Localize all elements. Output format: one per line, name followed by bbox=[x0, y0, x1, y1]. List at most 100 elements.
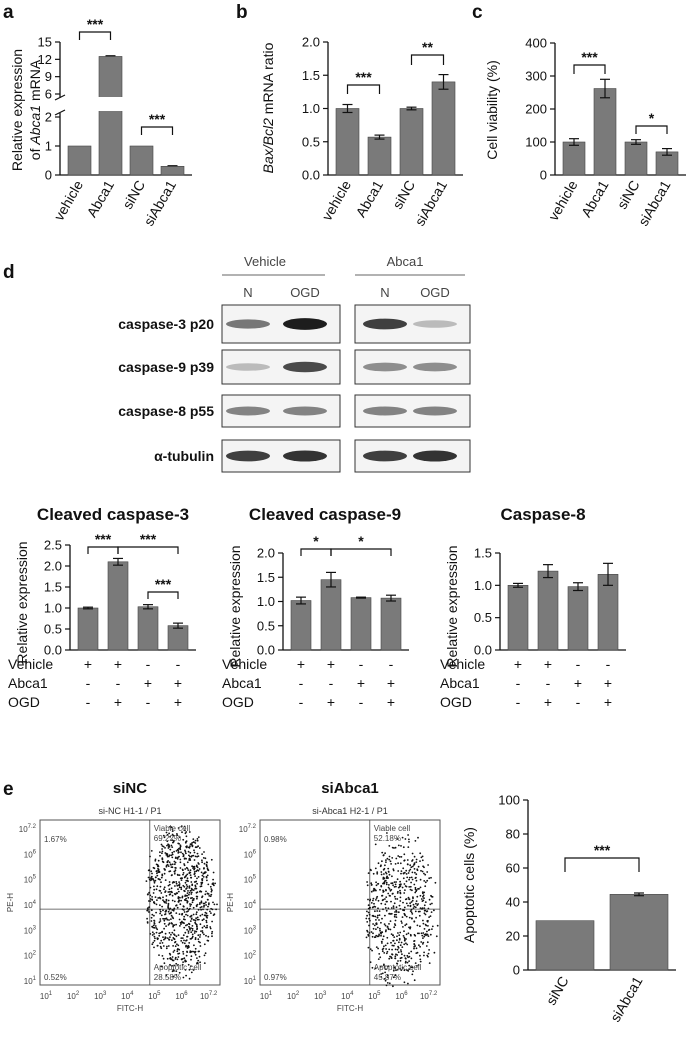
flow-event bbox=[159, 920, 162, 922]
lane-label: N bbox=[243, 285, 252, 300]
flow-event bbox=[189, 905, 192, 907]
condition-sign: + bbox=[604, 694, 612, 710]
flow-event bbox=[187, 930, 190, 933]
flow-event bbox=[163, 927, 166, 930]
flow-event bbox=[168, 844, 171, 847]
flow-event bbox=[166, 833, 169, 836]
flow-event bbox=[413, 940, 416, 942]
flow-event bbox=[411, 852, 414, 855]
flow-x-tick: 107.2 bbox=[420, 991, 438, 1001]
flow-event bbox=[397, 951, 400, 954]
flow-event bbox=[178, 842, 181, 845]
flow-event bbox=[170, 854, 173, 857]
flow-event bbox=[203, 862, 206, 865]
flow-event bbox=[183, 864, 186, 867]
flow-event bbox=[410, 876, 413, 879]
flow-event bbox=[381, 860, 383, 863]
flow-event bbox=[206, 939, 209, 942]
flow-event bbox=[159, 854, 161, 857]
flow-event bbox=[366, 910, 368, 913]
flow-event bbox=[148, 878, 151, 881]
flow-event bbox=[212, 901, 214, 904]
flow-event bbox=[379, 931, 382, 934]
flow-event bbox=[392, 868, 395, 870]
flow-event bbox=[399, 908, 402, 910]
flow-event bbox=[394, 924, 397, 927]
flow-event bbox=[202, 872, 205, 875]
flow-event bbox=[409, 927, 411, 930]
flow-event bbox=[384, 898, 386, 900]
flow-event bbox=[193, 849, 195, 852]
flow-event bbox=[419, 954, 421, 957]
flow-event bbox=[160, 892, 163, 894]
flow-title: siNC bbox=[113, 780, 147, 797]
flow-event bbox=[415, 902, 417, 905]
y-tick-label: 0.5 bbox=[257, 618, 275, 633]
flow-event bbox=[189, 951, 192, 954]
flow-event bbox=[406, 954, 409, 957]
flow-event bbox=[385, 948, 387, 950]
flow-event bbox=[171, 846, 174, 848]
flow-event bbox=[393, 902, 396, 905]
flow-event bbox=[378, 953, 381, 955]
flow-event bbox=[376, 926, 379, 929]
flow-event bbox=[168, 861, 171, 864]
flow-event bbox=[428, 949, 430, 951]
flow-event bbox=[200, 930, 202, 932]
category-label: vehicle bbox=[545, 177, 581, 223]
bar bbox=[609, 894, 669, 971]
flow-event bbox=[175, 970, 178, 972]
condition-label: OGD bbox=[440, 694, 472, 710]
flow-event bbox=[414, 840, 417, 842]
flow-event bbox=[173, 870, 176, 873]
flow-event bbox=[193, 841, 195, 843]
flow-event bbox=[191, 897, 194, 899]
blot-band bbox=[363, 406, 407, 416]
flow-event bbox=[173, 839, 175, 842]
flow-event bbox=[185, 887, 188, 889]
flow-event bbox=[404, 885, 407, 887]
condition-sign: - bbox=[516, 694, 521, 710]
flow-event bbox=[168, 883, 171, 886]
flow-event bbox=[176, 833, 178, 835]
flow-event bbox=[186, 901, 189, 904]
flow-event bbox=[159, 942, 162, 944]
quadrant-ur-label: Viable cell bbox=[154, 824, 191, 833]
flow-event bbox=[150, 878, 153, 880]
flow-y-tick-exp: 7.2 bbox=[248, 824, 257, 830]
flow-event bbox=[397, 911, 400, 914]
flow-event bbox=[175, 974, 178, 976]
condition-label: Abca1 bbox=[222, 675, 262, 691]
flow-event bbox=[391, 893, 394, 895]
flow-event bbox=[419, 886, 422, 889]
flow-event bbox=[199, 961, 202, 964]
flow-event bbox=[423, 891, 426, 894]
flow-event bbox=[165, 854, 168, 856]
flow-event bbox=[168, 855, 170, 858]
flow-event bbox=[195, 891, 198, 894]
y-tick-label: 15 bbox=[38, 35, 52, 50]
flow-event bbox=[174, 940, 177, 943]
flow-event bbox=[207, 905, 209, 908]
flow-event bbox=[168, 846, 171, 848]
flow-event bbox=[377, 883, 379, 885]
blot-band bbox=[413, 362, 457, 372]
flow-event bbox=[151, 931, 154, 934]
flow-event bbox=[179, 921, 182, 924]
flow-event bbox=[416, 869, 419, 872]
flow-event bbox=[413, 920, 416, 923]
blot-row-label: caspase-3 p20 bbox=[118, 316, 214, 332]
flow-event bbox=[205, 861, 208, 863]
flow-y-tick: 103 bbox=[244, 925, 257, 935]
flow-event bbox=[396, 838, 399, 840]
flow-event bbox=[428, 928, 431, 931]
blot-group-header: Vehicle bbox=[244, 254, 286, 269]
flow-event bbox=[165, 895, 168, 897]
flow-event bbox=[403, 930, 405, 933]
flow-event bbox=[186, 861, 189, 864]
flow-event bbox=[158, 934, 161, 937]
category-label: vehicle bbox=[50, 177, 86, 223]
flow-event bbox=[160, 947, 163, 950]
flow-event bbox=[190, 958, 192, 961]
flow-event bbox=[395, 906, 398, 909]
